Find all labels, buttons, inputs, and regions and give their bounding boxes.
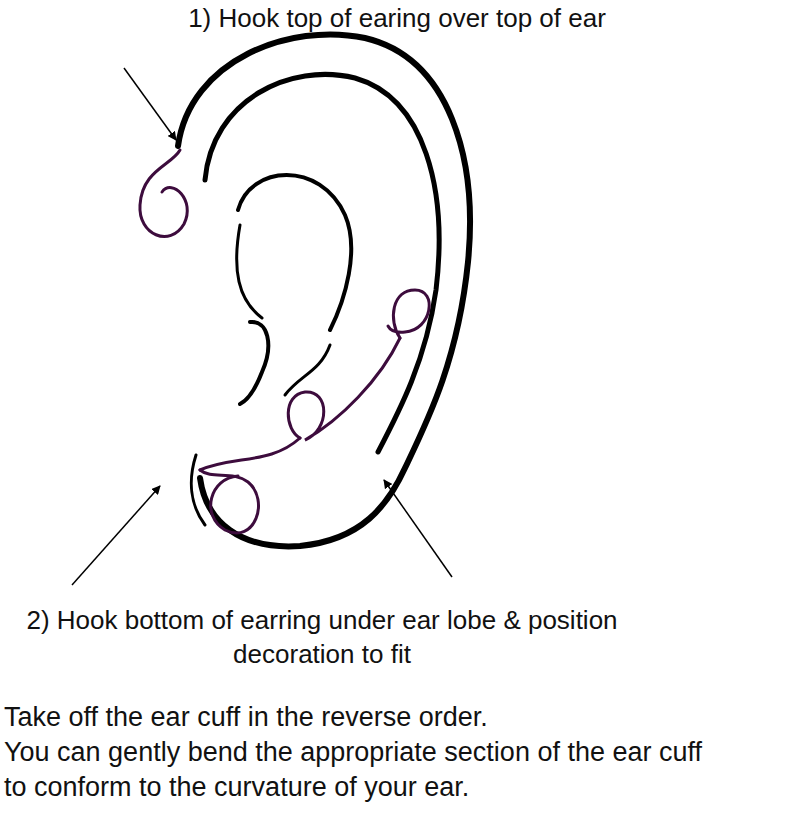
note-text: You can gently bend the appropriate sect… xyxy=(4,735,704,805)
cuff-top-hook xyxy=(140,150,187,236)
cuff-lobe-loop xyxy=(200,470,258,533)
leader-arrow xyxy=(384,480,452,577)
leader-arrow xyxy=(124,68,176,140)
ear-cuff xyxy=(140,150,429,533)
tragus xyxy=(240,322,268,404)
note-text: Take off the ear cuff in the reverse ord… xyxy=(4,700,790,735)
step-label: 1) Hook top of earing over top of ear xyxy=(40,2,754,36)
leader-arrows xyxy=(72,68,452,585)
step-label: 2) Hook bottom of earring under ear lobe… xyxy=(22,604,622,672)
concha xyxy=(237,225,262,318)
helix-outer xyxy=(178,34,470,546)
helix-inner xyxy=(205,74,439,452)
lobe-edge xyxy=(191,455,205,525)
antihelix xyxy=(238,175,351,330)
cuff-wire xyxy=(200,438,300,470)
leader-arrow xyxy=(72,486,160,585)
cuff-top-loop xyxy=(388,290,429,338)
antitragus xyxy=(285,345,330,395)
ear-outline xyxy=(178,34,470,546)
cuff-middle-loop xyxy=(288,338,400,440)
